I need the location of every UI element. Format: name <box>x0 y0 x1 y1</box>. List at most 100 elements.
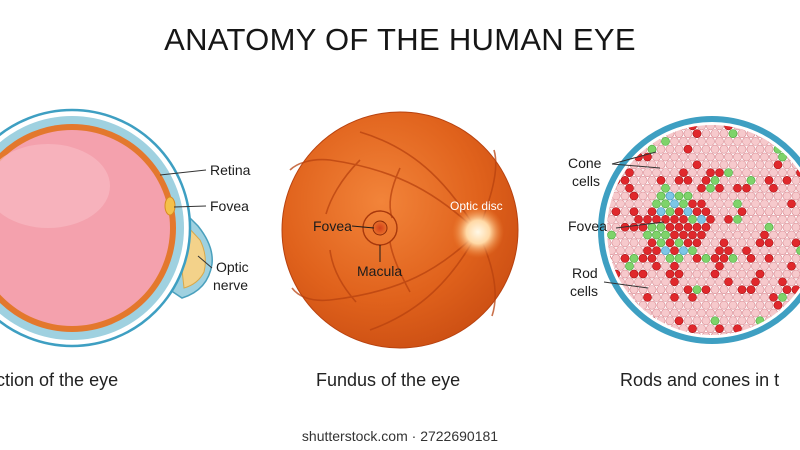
retina-cell <box>715 308 724 318</box>
leader-fundus-fovea <box>351 225 375 229</box>
leader-fovea <box>173 205 207 208</box>
retina-cell <box>760 152 769 162</box>
retina-cell <box>782 285 792 294</box>
retina-cell <box>697 292 706 302</box>
retina-cell <box>616 183 625 193</box>
retina-cell <box>638 175 648 185</box>
retina-cell <box>724 168 733 177</box>
retina-cell <box>656 207 666 216</box>
retina-cell <box>719 269 729 279</box>
retina-cell <box>625 230 634 240</box>
retina-cell <box>638 160 648 170</box>
retina-cell <box>652 168 661 177</box>
retina-cell <box>647 285 657 294</box>
retina-cell <box>755 175 765 185</box>
retina-cell <box>737 269 747 279</box>
retina-cell <box>782 222 792 232</box>
retina-cell <box>620 253 630 263</box>
retina-cell <box>661 214 670 224</box>
retina-cell <box>733 246 742 255</box>
retina-cell <box>710 238 720 248</box>
retina-cell <box>715 168 724 177</box>
retina-cell <box>764 207 774 216</box>
label-rod-2: cells <box>570 283 598 299</box>
retina-cell <box>719 207 729 216</box>
retina-cell <box>652 308 661 318</box>
retina-cell <box>656 285 666 294</box>
watermark-id: 2722690181 <box>420 428 499 444</box>
retina-cell <box>638 207 648 216</box>
retina-cell <box>661 230 670 240</box>
retina-cell <box>769 152 778 162</box>
retina-cell <box>683 316 693 326</box>
retina-cell <box>670 261 679 271</box>
retina-cell <box>791 207 800 216</box>
retina-cell <box>715 183 724 193</box>
label-optic-disc: Optic disc <box>450 199 503 213</box>
retina-cell <box>764 300 774 310</box>
retina-cell <box>692 222 702 232</box>
retina-cell <box>755 191 765 201</box>
retina-cell <box>719 316 729 326</box>
retina-cell <box>679 152 688 162</box>
retina-cell <box>769 168 778 177</box>
retina-cell <box>760 183 769 193</box>
retina-cell <box>656 175 666 185</box>
watermark-site: shutterstock.com <box>301 428 408 444</box>
eye-cross-section: Retina Fovea Optic nerve <box>0 108 251 348</box>
retina-cell <box>683 269 693 279</box>
retina-cell <box>670 214 679 224</box>
retina-cell <box>746 238 756 248</box>
retina-cell <box>697 199 706 209</box>
retina-cell <box>755 269 765 279</box>
retina-cell <box>634 292 643 302</box>
retina-cell <box>706 292 715 302</box>
retina-cell <box>715 214 724 224</box>
label-fovea-3: Fovea <box>568 218 607 234</box>
retina-cell <box>728 160 738 170</box>
retina-cell <box>746 175 756 185</box>
retina-cell <box>710 331 720 335</box>
retina-cell <box>769 214 778 224</box>
retina-cell <box>796 214 800 224</box>
retina-cell <box>782 269 792 279</box>
fovea-spot <box>164 196 176 216</box>
retina-cell <box>638 253 648 263</box>
retina-cell <box>778 261 787 271</box>
optic-disc <box>452 206 504 258</box>
retina-cell <box>724 136 733 146</box>
leader-retina <box>159 169 207 176</box>
retina-cell <box>760 277 769 287</box>
retina-cell <box>701 285 711 294</box>
retina-cell <box>674 253 684 263</box>
retina-cell <box>719 253 729 263</box>
retina-cell <box>787 277 796 287</box>
retina-cell <box>773 269 783 279</box>
retina-cell <box>778 292 787 302</box>
retina-cell <box>737 175 747 185</box>
label-optic-2: nerve <box>213 277 248 293</box>
retina-cell <box>791 238 800 248</box>
retina-cell <box>683 207 693 216</box>
retina-cell <box>688 152 697 162</box>
retina-cell <box>733 168 742 177</box>
retina-cell <box>755 300 765 310</box>
retina-cell <box>679 230 688 240</box>
retina-cell <box>787 230 796 240</box>
retina-cell <box>625 199 634 209</box>
retina-cell <box>629 191 639 201</box>
retina-cell <box>760 230 769 240</box>
retina-cell <box>737 222 747 232</box>
retina-cell <box>769 183 778 193</box>
retina-cell <box>692 129 702 138</box>
retina-cell <box>764 285 774 294</box>
retina-cell <box>634 214 643 224</box>
retina-cell <box>634 261 643 271</box>
retina-cell <box>760 308 769 318</box>
retina-cell <box>683 144 693 154</box>
retina-cell <box>665 300 675 310</box>
retina-cell <box>742 199 751 209</box>
retina-cell <box>688 277 697 287</box>
retina-cell <box>733 214 742 224</box>
